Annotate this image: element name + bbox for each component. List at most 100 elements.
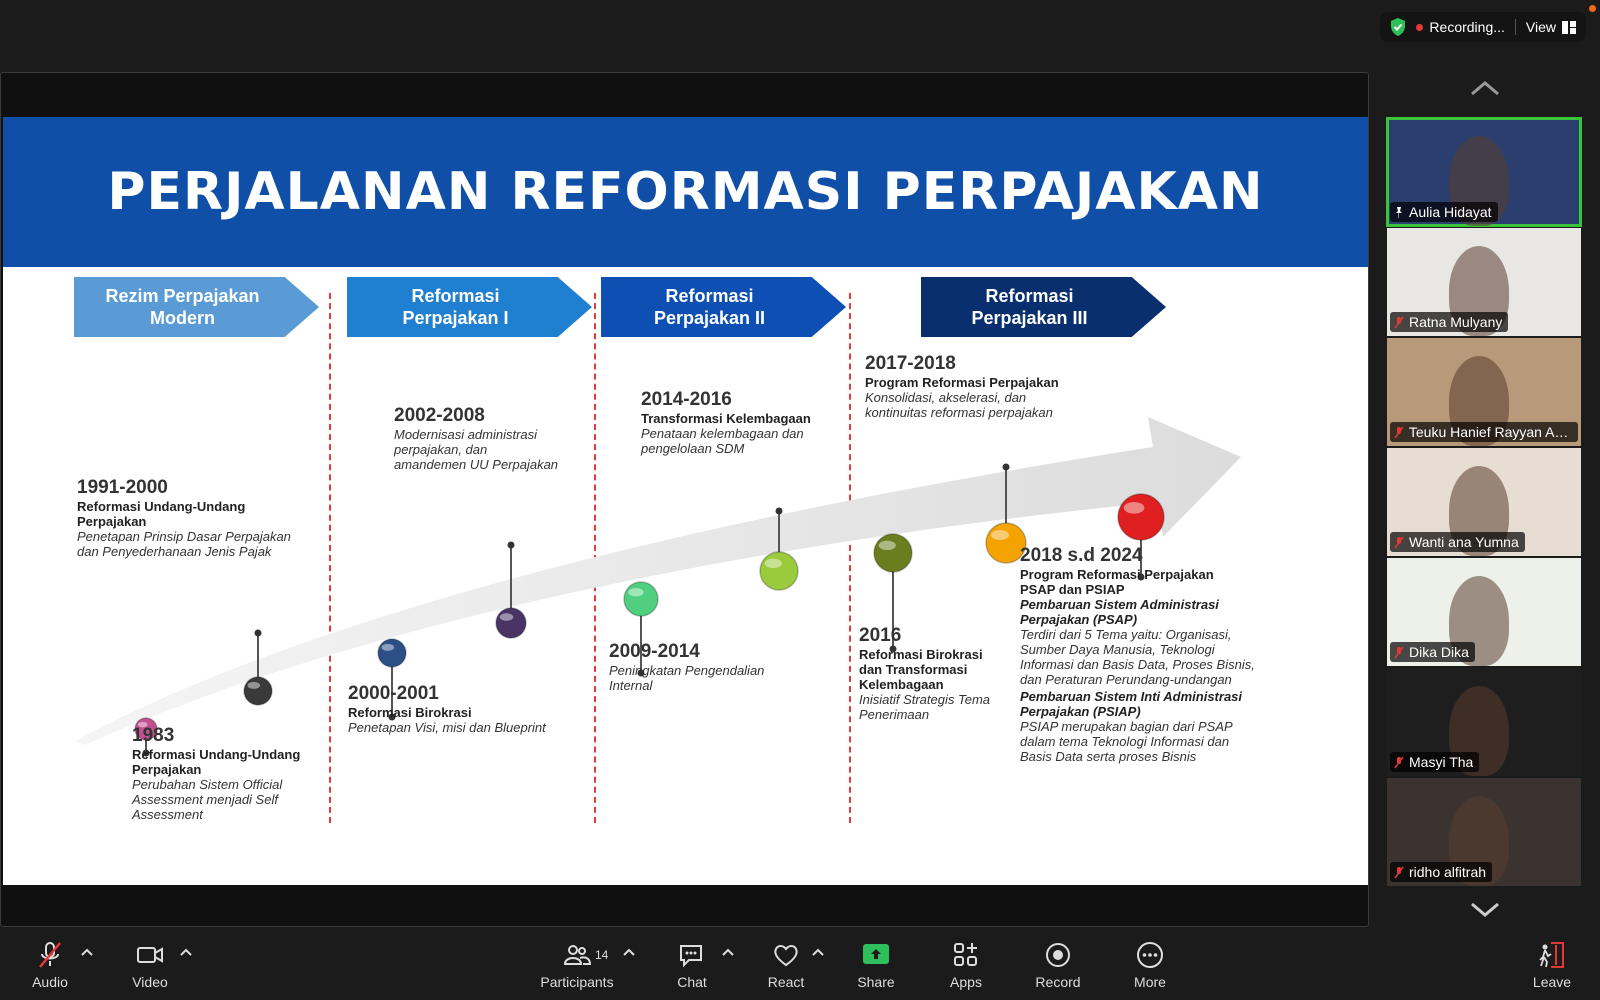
participants-options-chevron-icon[interactable] [623,948,635,956]
view-label: View [1525,19,1556,35]
participants-button[interactable]: Participants [537,940,617,996]
leave-button[interactable]: Leave [1512,940,1592,996]
recording-status-pill[interactable]: Recording... View [1380,12,1586,42]
chat-options-chevron-icon[interactable] [722,948,734,956]
react-options-chevron-icon[interactable] [812,948,824,956]
more-button[interactable]: More [1110,940,1190,996]
heart-icon [774,945,798,967]
participant-name: Wanti ana Yumna [1409,534,1519,550]
more-label: More [1134,974,1166,990]
shield-check-icon [1391,18,1406,36]
event-year: 2016 [859,625,902,646]
participants-label: Participants [540,974,614,990]
event-desc: PSIAP merupakan bagian dari PSAP dalam t… [1020,719,1233,764]
event-subtitle: Pembaruan Sistem Administrasi Perpajakan… [1020,597,1219,627]
event-title: Program Reformasi Perpajakan PSAP dan PS… [1020,567,1214,597]
timeline-node [759,551,799,591]
event-year: 2002-2008 [394,405,485,426]
timeline-node [985,522,1027,564]
node-highlight [764,558,782,569]
share-button[interactable]: Share [836,940,916,996]
participant-count: 14 [595,948,609,962]
react-label: React [767,974,805,990]
event-2017-2018: 2017-2018 Program Reformasi Perpajakan K… [865,353,1105,420]
event-title: Reformasi Birokrasi dan Transformasi Kel… [859,647,983,692]
timeline-node [134,717,158,741]
participant-tile[interactable]: Wanti ana Yumna [1387,448,1581,556]
participant-tile[interactable]: Masyi Tha [1387,668,1581,776]
phase-label: Rezim Perpajakan Modern [105,286,260,328]
timeline-node [243,676,273,706]
apps-label: Apps [950,974,982,990]
audio-label: Audio [32,974,68,990]
participant-tile[interactable]: Dika Dika [1387,558,1581,666]
participant-name: Masyi Tha [1409,754,1474,770]
node-highlight [878,540,896,551]
grid-view-icon [1562,20,1576,34]
record-icon [1046,943,1070,967]
pin-icon [1396,206,1402,218]
participant-tile[interactable]: Teuku Hanief Rayyan Ab... [1387,338,1581,446]
microphone-muted-icon [1394,536,1404,548]
phase-arrow-reform-3: Reformasi Perpajakan III [921,277,1166,337]
phase-label: Reformasi Perpajakan I [402,286,509,328]
audio-options-chevron-icon[interactable] [81,948,93,956]
node-highlight [247,681,261,689]
video-camera-icon [137,947,163,963]
video-options-chevron-icon[interactable] [180,948,192,956]
node-pin [889,645,897,653]
chat-button[interactable]: Chat [652,940,732,996]
event-title: Reformasi Birokrasi [348,705,472,720]
node-pin [775,507,783,515]
participant-tile[interactable]: ridho alfitrah [1387,778,1581,886]
node-highlight [499,613,514,621]
node-highlight [1123,502,1145,514]
recording-dot-icon [1416,23,1424,31]
participant-name-tag: Teuku Hanief Rayyan Ab... [1390,422,1578,442]
node-highlight [628,587,644,597]
slide-title: PERJALANAN REFORMASI PERPAJAKAN [107,162,1264,222]
view-button[interactable]: View [1526,19,1576,35]
participant-name-tag: Wanti ana Yumna [1390,532,1525,552]
chat-label: Chat [677,974,707,990]
node-pin [1002,463,1010,471]
node-pin [1137,573,1145,581]
react-button[interactable]: React [746,940,826,996]
participant-name-tag: Dika Dika [1390,642,1475,662]
event-title: Program Reformasi Perpajakan [865,375,1059,390]
phase-label: Reformasi Perpajakan III [971,286,1088,328]
apps-icon [954,943,977,966]
participant-name-tag: Aulia Hidayat [1390,202,1498,222]
event-2002-2008: 2002-2008 Modernisasi administrasi perpa… [394,405,594,472]
event-desc: Penetapan Prinsip Dasar Perpajakan dan P… [77,529,291,559]
apps-button[interactable]: Apps [926,940,1006,996]
scroll-up-icon[interactable] [1470,80,1500,96]
participant-name-tag: Ratna Mulyany [1390,312,1509,332]
node-pin [637,669,645,677]
microphone-muted-icon [1394,756,1404,768]
participant-tile[interactable]: Ratna Mulyany [1387,228,1581,336]
record-button[interactable]: Record [1018,940,1098,996]
participant-name: Ratna Mulyany [1409,314,1503,330]
event-desc: Modernisasi administrasi perpajakan, dan… [394,427,559,472]
meeting-toolbar: Audio Video Participants 14 Chat React S… [0,934,1600,1000]
event-desc: Perubahan Sistem Official Assessment men… [132,777,283,822]
audio-button[interactable]: Audio [10,940,90,996]
participant-tile[interactable]: Aulia Hidayat [1386,117,1582,227]
microphone-muted-icon [1394,646,1404,658]
video-button[interactable]: Video [110,940,190,996]
event-title: Transformasi Kelembagaan [641,411,811,426]
node-highlight [991,530,1009,540]
event-2009-2014: 2009-2014 Peningkatan Pengendalian Inter… [609,641,809,693]
scroll-down-icon[interactable] [1470,902,1500,918]
timeline-node [495,607,527,639]
shared-screen[interactable]: PERJALANAN REFORMASI PERPAJAKAN Rezim Pe… [0,72,1369,927]
chat-bubble-icon [680,945,702,968]
microphone-muted-icon [39,942,61,968]
record-label: Record [1035,974,1081,990]
notification-dot [1589,5,1596,12]
more-dots-icon [1137,942,1163,968]
event-desc: Peningkatan Pengendalian Internal [609,663,765,693]
event-2000-2001: 2000-2001 Reformasi Birokrasi Penetapan … [348,683,588,735]
